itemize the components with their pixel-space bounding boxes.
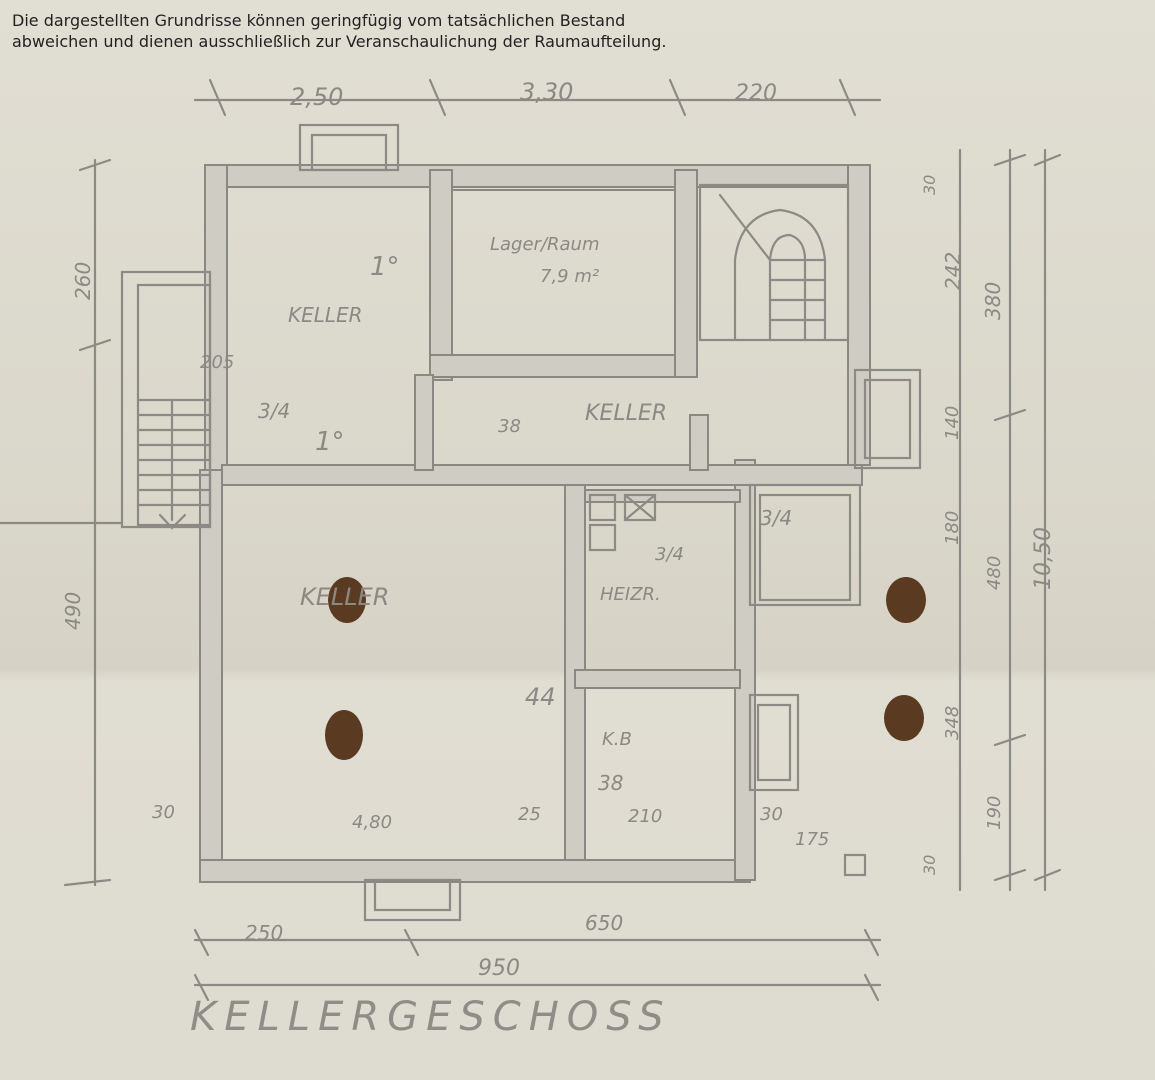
dim-inner-30b: 30 <box>760 804 783 825</box>
chimney-squares <box>588 493 657 552</box>
dim-right-5: 480 <box>984 556 1005 590</box>
dim-bottom-3: 950 <box>478 956 520 981</box>
dim-right-6: 10,50 <box>1031 527 1056 590</box>
dim-bottom-2: 650 <box>585 911 623 935</box>
right-rooms <box>748 368 922 792</box>
dim-inner-1b: 1° <box>315 427 345 457</box>
plan-title: KELLERGESCHOSS <box>190 994 672 1040</box>
dim-top-2: 3,30 <box>520 78 573 106</box>
dim-right-7: 348 <box>942 706 963 740</box>
dim-top-3: 220 <box>735 81 777 106</box>
right-dimension-line <box>958 148 1062 892</box>
dim-right-1: 242 <box>941 252 965 290</box>
room-keller-sw: KELLER <box>300 583 389 611</box>
bottom-dimension-line <box>193 928 882 1002</box>
dim-left-3: 490 <box>61 592 85 630</box>
dim-inner-38b: 38 <box>598 771 623 795</box>
dim-right-9: 30 <box>920 175 939 195</box>
inner-walls <box>414 374 741 861</box>
dim-inner-210: 210 <box>628 806 662 827</box>
dim-bottom-1: 250 <box>245 921 283 945</box>
bottom-window-inner <box>373 878 452 912</box>
bottom-window-box <box>363 878 462 922</box>
dim-inner-314a: 3/4 <box>258 399 290 423</box>
dim-left-2: 205 <box>200 352 234 373</box>
lagerraum-walls <box>429 169 698 381</box>
dim-inner-175: 175 <box>795 829 829 850</box>
room-lagerraum-area: 7,9 m² <box>540 266 599 287</box>
room-keller-nw: KELLER <box>288 303 363 327</box>
room-kb: K.B <box>602 729 632 750</box>
dim-inner-480: 4,80 <box>352 812 392 833</box>
top-dimension-line <box>193 78 882 117</box>
disclaimer-text: Die dargestellten Grundrisse können geri… <box>12 10 912 52</box>
room-heizraum: HEIZR. <box>600 584 661 605</box>
disclaimer-line-1: Die dargestellten Grundrisse können geri… <box>12 11 626 30</box>
dim-right-8: 190 <box>984 796 1005 830</box>
dim-left-1: 260 <box>71 262 95 300</box>
dim-inner-1a: 1° <box>370 252 400 282</box>
dim-right-4: 180 <box>942 511 963 545</box>
top-window-inner <box>310 133 388 172</box>
dim-inner-38a: 38 <box>498 416 521 437</box>
dim-inner-314c: 3/4 <box>655 544 684 565</box>
punch-holes <box>325 577 926 760</box>
dim-top-1: 2,50 <box>290 83 343 111</box>
dim-right-10: 30 <box>920 855 939 875</box>
dim-inner-25: 25 <box>518 804 541 825</box>
room-keller-center: KELLER <box>585 401 667 426</box>
staircase-top <box>698 183 850 342</box>
disclaimer-line-2: abweichen und dienen ausschließlich zur … <box>12 32 667 51</box>
dim-right-3: 140 <box>942 406 963 440</box>
left-dimension-line <box>0 158 124 887</box>
dim-inner-30a: 30 <box>152 802 175 823</box>
dim-inner-314b: 3/4 <box>760 506 792 530</box>
staircase-left <box>120 270 212 530</box>
top-window-box <box>298 123 400 172</box>
room-lagerraum: Lager/Raum <box>490 234 600 255</box>
dim-right-2: 380 <box>981 282 1005 320</box>
dim-inner-44: 44 <box>525 683 556 711</box>
marker-square <box>843 853 867 877</box>
